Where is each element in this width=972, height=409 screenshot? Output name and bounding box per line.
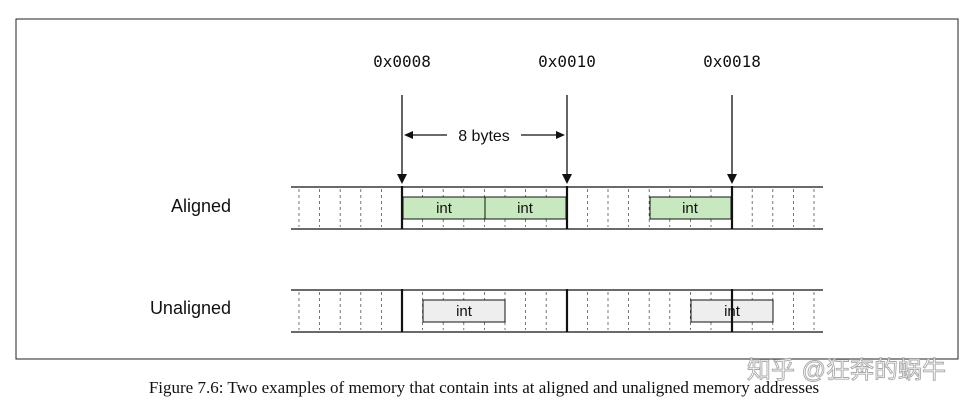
figure-caption: Figure 7.6: Two examples of memory that …	[149, 378, 819, 397]
address-label-0008: 0x0008	[373, 52, 431, 71]
unaligned-int-cells: int int	[422, 299, 774, 323]
figure-frame	[15, 18, 959, 360]
row-label-unaligned: Unaligned	[150, 298, 231, 318]
int-cell-label: int	[517, 200, 534, 217]
span-dimension	[404, 131, 565, 139]
watermark: 知乎 @狂奔的蜗牛	[747, 357, 946, 384]
address-label-0018: 0x0018	[703, 52, 761, 71]
int-cell-label: int	[456, 303, 473, 320]
span-label: 8 bytes	[458, 128, 510, 145]
aligned-int-cells: int int int	[402, 196, 732, 220]
row-label-aligned: Aligned	[171, 196, 231, 216]
address-arrows	[397, 95, 737, 184]
int-cell-label: int	[436, 200, 453, 217]
word-boundaries	[400, 186, 734, 332]
address-label-0010: 0x0010	[538, 52, 596, 71]
int-cell-unaligned	[422, 299, 506, 323]
cropped-text-fragment	[0, 0, 120, 6]
int-cell-label: int	[682, 200, 699, 217]
